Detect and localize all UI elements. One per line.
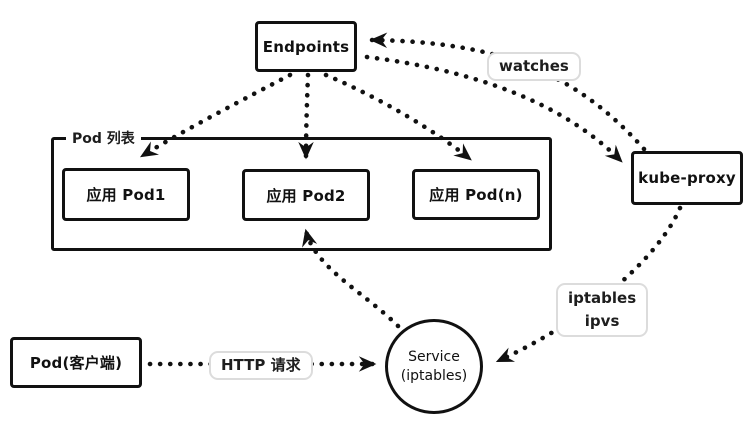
edge-service-pod2 [302, 228, 401, 329]
iptables-edge-label-line1: iptables [568, 289, 637, 307]
pod-list-group-label: Pod 列表 [66, 128, 141, 148]
pod-client-node: Pod(客户端) [10, 337, 142, 388]
iptables-edge-label-line2: ipvs [584, 312, 620, 330]
service-label-line1: Service [408, 348, 460, 365]
endpoints-label: Endpoints [262, 37, 350, 56]
iptables-ipvs-edge-label: iptables ipvs [556, 283, 649, 337]
pod1-node: 应用 Pod1 [62, 168, 190, 221]
kube-proxy-label: kube-proxy [638, 169, 736, 187]
kube-proxy-node: kube-proxy [631, 151, 743, 205]
edge-endpoints-pod-n [323, 72, 473, 162]
http-request-edge-label: HTTP 请求 [209, 351, 313, 380]
edge-endpoints-kube-proxy-watches [364, 54, 624, 164]
pod-client-label: Pod(客户端) [29, 354, 123, 372]
edge-endpoints-pod2 [298, 72, 314, 160]
watches-edge-label: watches [487, 52, 581, 81]
pod2-label: 应用 Pod2 [266, 186, 346, 205]
pod2-node: 应用 Pod2 [242, 169, 370, 221]
pod-n-label: 应用 Pod(n) [429, 186, 523, 204]
service-node: Service (iptables) [385, 319, 483, 414]
pod-list-group: Pod 列表 [51, 128, 552, 251]
edge-endpoints-pod1 [139, 72, 293, 159]
pod1-label: 应用 Pod1 [86, 186, 166, 204]
service-label-line2: (iptables) [400, 367, 468, 384]
endpoints-node: Endpoints [255, 21, 357, 72]
pod-n-node: 应用 Pod(n) [412, 169, 540, 220]
